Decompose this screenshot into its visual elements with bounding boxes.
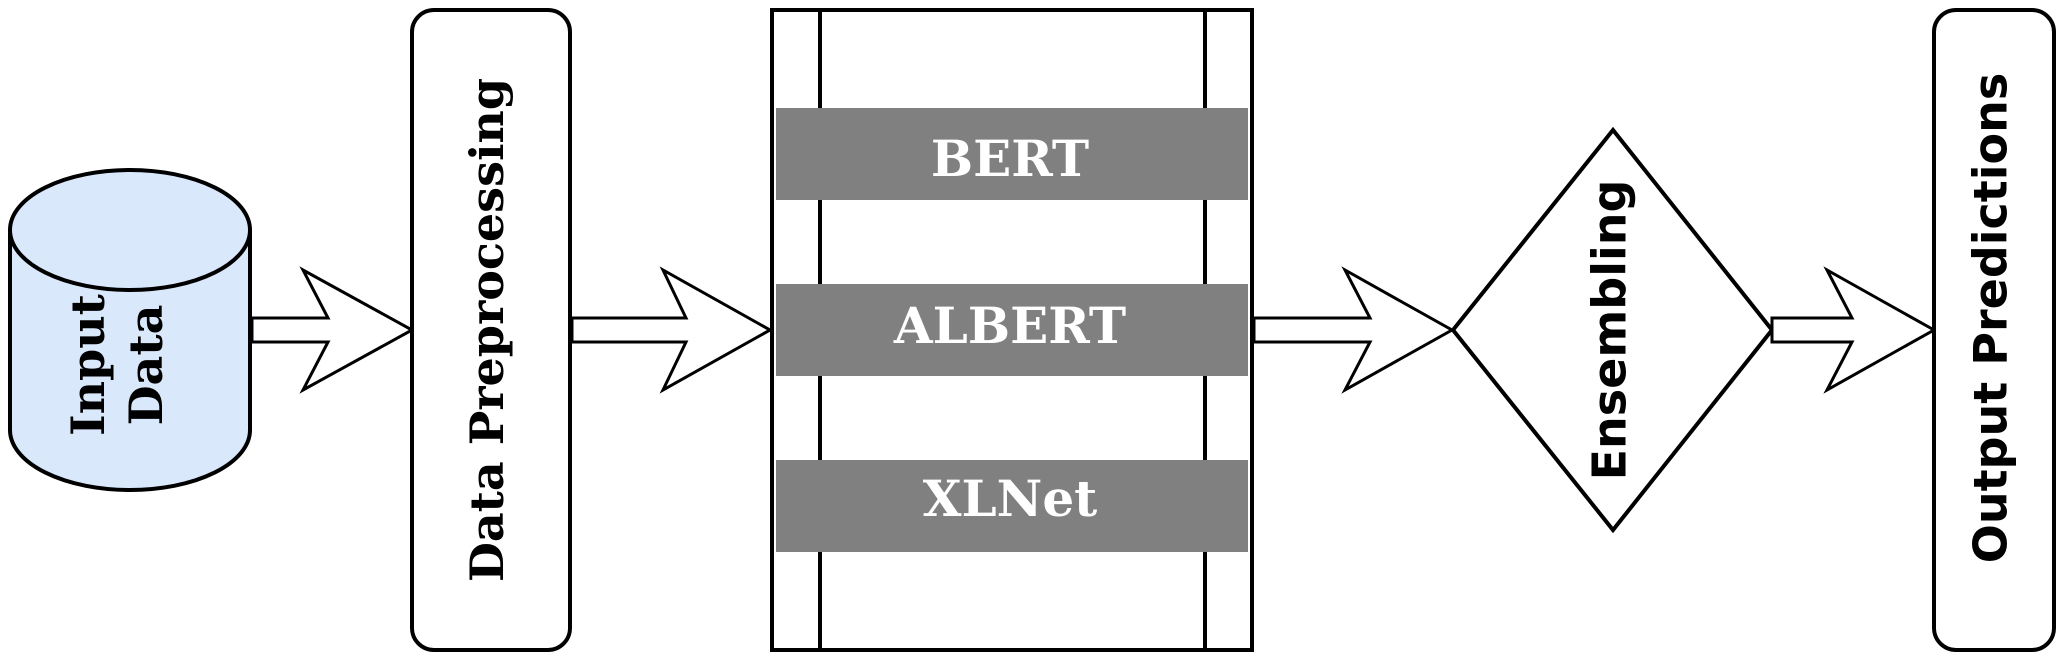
arrow-models-to-ensembling [1252, 266, 1456, 394]
cylinder-body [8, 230, 252, 492]
model-bar-xlnet [776, 460, 1248, 552]
output-predictions-box: Output Predictions [1932, 8, 2056, 652]
model-label-xlnet: XLNet [923, 469, 1098, 528]
model-bar-albert [776, 284, 1248, 376]
ensembling-decision: Ensembling [1450, 126, 1775, 534]
input-data-cylinder: Input Data [8, 168, 252, 492]
model-label-bert: BERT [931, 129, 1089, 188]
ensembling-label: Ensembling [1583, 180, 1637, 481]
models-block: BERT ALBERT XLNet [770, 8, 1254, 652]
output-predictions-label: Output Predictions [1964, 73, 2018, 564]
arrow-ensembling-to-output [1770, 266, 1938, 394]
input-label-line2: Data [119, 305, 173, 426]
data-preprocessing-label: Data Preprocessing [460, 78, 514, 582]
model-label-albert: ALBERT [893, 296, 1126, 355]
input-label-line1: Input [61, 293, 115, 436]
model-bar-bert [776, 108, 1248, 200]
arrow-input-to-preprocessing [250, 266, 416, 394]
cylinder-top [8, 168, 252, 292]
data-preprocessing-box: Data Preprocessing [410, 8, 572, 652]
arrow-preprocessing-to-models [570, 266, 774, 394]
